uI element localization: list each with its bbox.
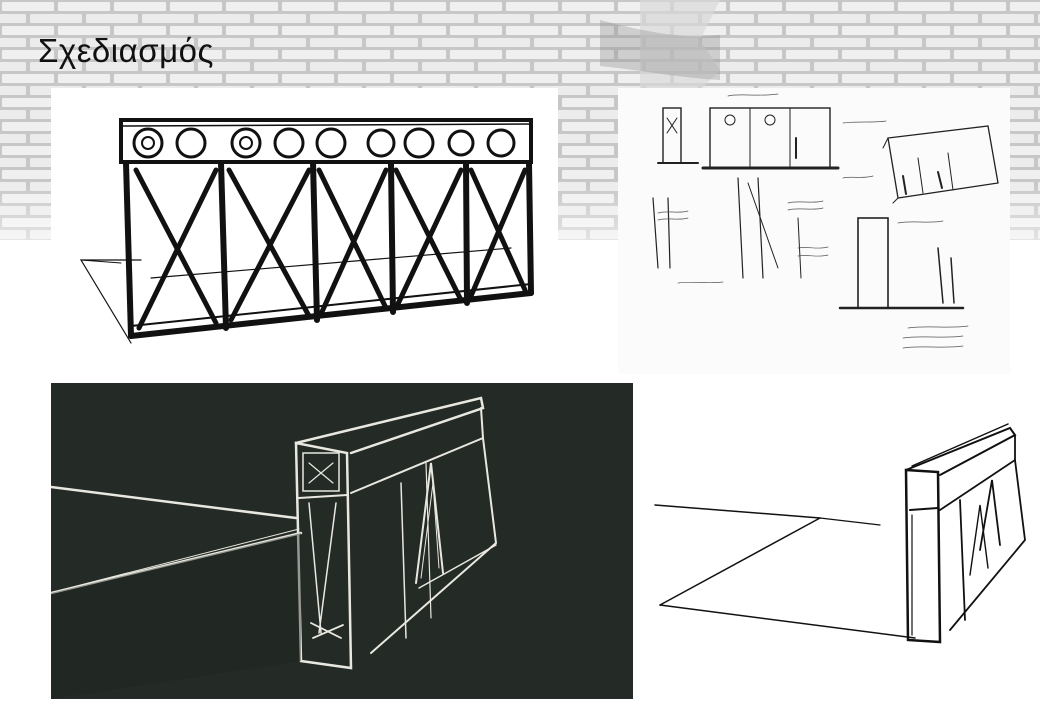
ink-wall-sketch-icon [654,423,1026,644]
lattice-fence-sketch-image [51,88,558,378]
lattice-fence-sketch-icon [79,118,534,344]
annotated-concept-sketches-icon [652,93,999,349]
ink-wall-sketch-image [650,400,1040,700]
slide-title: Σχεδιασμός [38,32,214,69]
chalk-wall-sketch-icon [51,396,498,699]
annotated-concept-sketches-image [618,88,1010,374]
chalk-wall-sketch-image [51,383,633,699]
